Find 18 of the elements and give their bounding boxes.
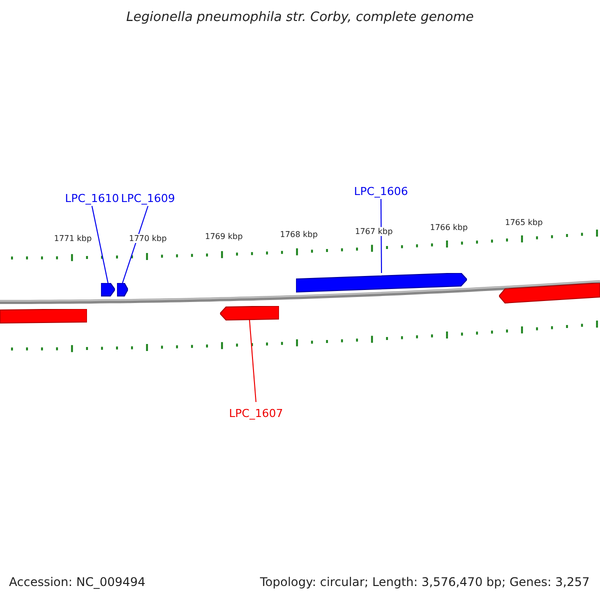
leader-line — [380, 198, 382, 274]
footer-text: Topology: circular; Length: 3,576,470 bp; Genes: 3,257 — [260, 575, 590, 589]
footer-text: Accession: NC_009494 — [9, 575, 146, 589]
leader-line — [122, 206, 148, 284]
leader-line — [249, 320, 256, 402]
scale-label: 1766 kbp — [430, 223, 468, 232]
scale-label: 1768 kbp — [280, 230, 318, 239]
scale-label: 1767 kbp — [355, 227, 393, 236]
leader-line — [91, 206, 108, 284]
gene-label: LPC_1606 — [354, 185, 408, 198]
gene-label: LPC_1607 — [229, 407, 283, 420]
diagram-title: Legionella pneumophila str. Corby, complete genome — [125, 10, 475, 25]
scale-label: 1771 kbp — [54, 234, 92, 243]
gene-label: LPC_1610 — [65, 192, 119, 205]
scale-label: 1765 kbp — [505, 218, 543, 227]
scale-label: 1769 kbp — [205, 232, 243, 241]
gene-label: LPC_1609 — [121, 192, 175, 205]
scale-label: 1770 kbp — [129, 234, 167, 243]
